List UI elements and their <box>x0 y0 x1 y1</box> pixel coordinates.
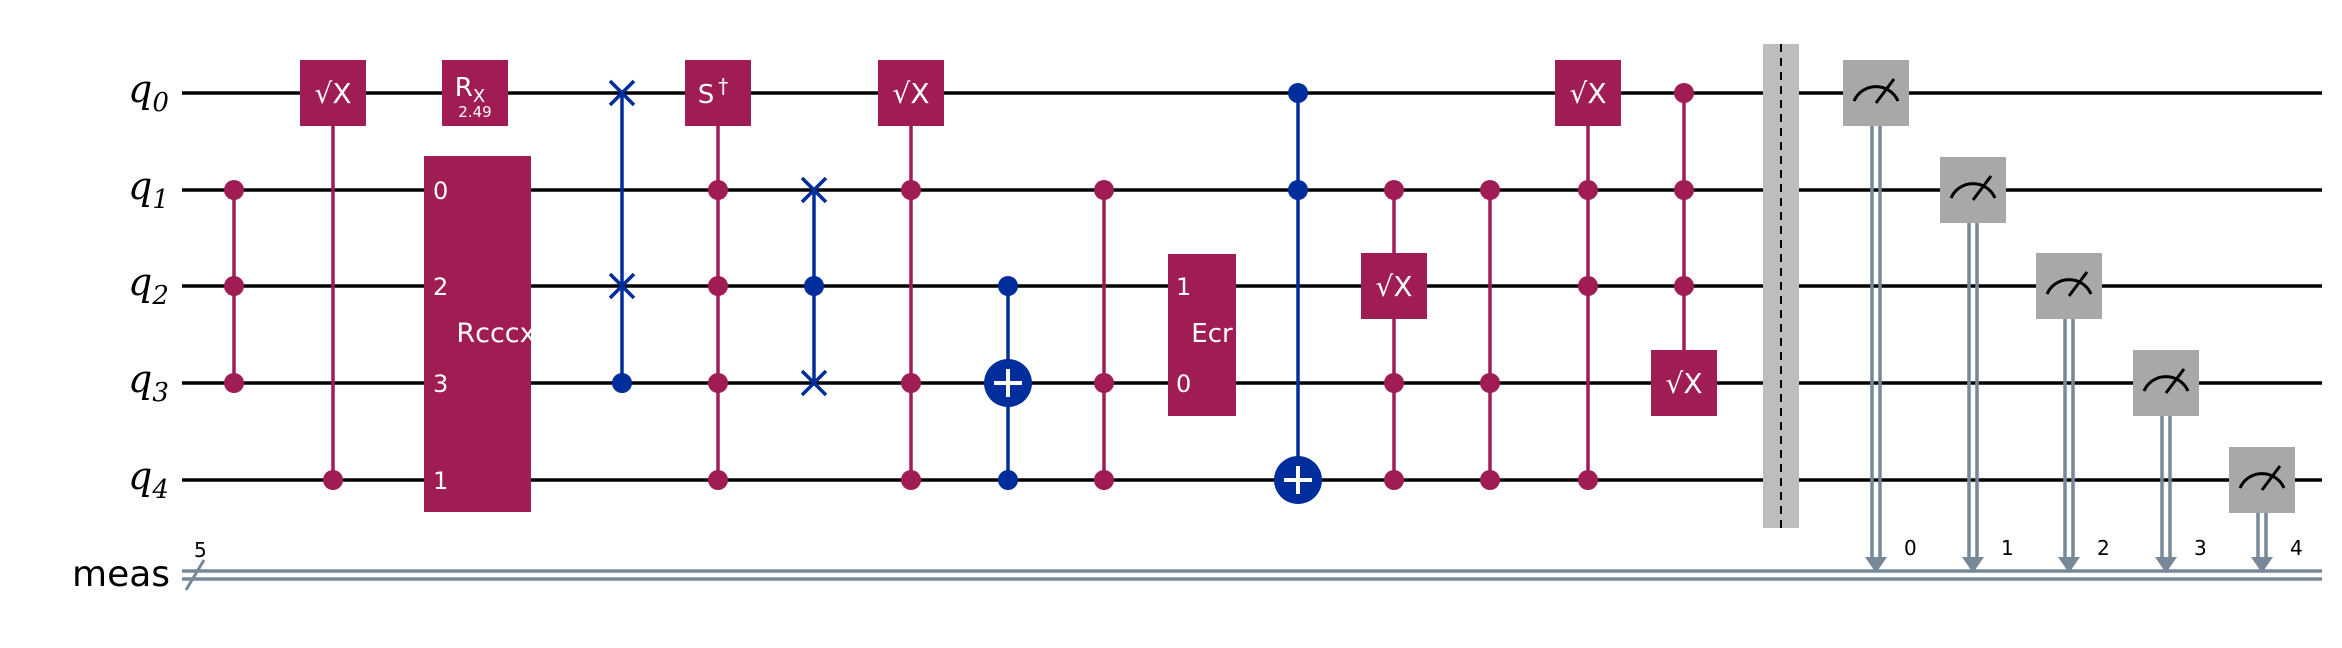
measure-arrow <box>2251 557 2273 573</box>
meter-icon <box>2045 278 2093 295</box>
svg-text:√X: √X <box>892 77 929 110</box>
ecr-gate: 1 0 Ecr <box>1168 254 1236 416</box>
rcccx-pin-q3: 3 <box>433 370 448 398</box>
classical-register-label: meas <box>72 554 170 595</box>
bus-size-label: 5 <box>194 538 207 562</box>
svg-text:√X: √X <box>1569 77 1606 110</box>
qubit-label-q3: q3 <box>128 357 169 408</box>
ccx-q0-q1-q4 <box>1274 83 1322 504</box>
measure-bit-label: 2 <box>2097 536 2110 560</box>
measure-arrow <box>1865 557 1887 573</box>
multi-controlled-sx-q3: √X <box>1651 83 1717 416</box>
measure-bit-label: 3 <box>2194 536 2207 560</box>
rcccx-gate: 0 2 3 1 Rcccx <box>424 156 536 512</box>
meter-icon <box>1949 182 1997 199</box>
measure-bit-label: 1 <box>2001 536 2014 560</box>
multi-control-z-2 <box>1480 180 1500 490</box>
cswap-q2-q1-q3 <box>800 176 828 397</box>
qubit-labels: q0 q1 q2 q3 q4 meas <box>72 67 170 595</box>
classical-wire: 5 <box>182 538 2322 591</box>
cswap-q3-q0-q2 <box>608 79 636 393</box>
qubit-label-q1: q1 <box>128 164 169 215</box>
measure-gate-q1: 1 <box>1940 157 2014 573</box>
svg-text:√X: √X <box>314 77 351 110</box>
multi-controlled-sx-q0: √X <box>878 60 944 490</box>
svg-text:Ecr: Ecr <box>1191 319 1233 349</box>
measure-arrow <box>2058 557 2080 573</box>
multi-controlled-sdg: S† <box>685 60 751 490</box>
measure-arrow <box>2155 557 2177 573</box>
rcccx-label: Rcccx <box>456 318 535 349</box>
barrier <box>1763 44 1799 528</box>
qubit-label-q4: q4 <box>128 454 169 505</box>
measure-bit-label: 0 <box>1904 536 1917 560</box>
meter-icon <box>2142 375 2190 392</box>
meter-icon <box>2238 472 2286 489</box>
measure-bit-label: 4 <box>2290 536 2303 560</box>
measurements: 0 1 2 3 4 <box>1843 60 2303 573</box>
multi-control-z-q1-q3-q4 <box>1094 180 1114 490</box>
rcccx-pin-q4: 1 <box>433 467 448 495</box>
qubit-label-q0: q0 <box>128 67 169 118</box>
rx-gate: RX 2.49 <box>442 60 508 126</box>
sx-gate <box>300 60 366 126</box>
sdg-gate <box>685 60 751 126</box>
rcccx-pin-q1: 0 <box>433 177 448 205</box>
svg-text:√X: √X <box>1665 367 1702 400</box>
multi-controlled-sx-q0-2: √X <box>1555 60 1621 490</box>
measure-arrow <box>1962 557 1984 573</box>
measure-gate-q3: 3 <box>2133 350 2207 573</box>
measure-gate-q4: 4 <box>2229 447 2303 573</box>
measure-gate-q0: 0 <box>1843 60 1917 573</box>
measure-gate-q2: 2 <box>2036 253 2110 573</box>
meter-icon <box>1852 85 1900 102</box>
svg-text:0: 0 <box>1176 370 1191 398</box>
multi-controlled-sx-q2: √X <box>1361 180 1427 490</box>
qubit-label-q2: q2 <box>128 260 169 311</box>
svg-text:S†: S† <box>698 74 729 110</box>
svg-text:1: 1 <box>1176 273 1191 301</box>
svg-text:RX: RX <box>455 73 485 107</box>
multi-control-z-q1-q2-q3 <box>224 180 244 393</box>
bus-slash <box>184 559 206 591</box>
controlled-sx-q4-q0: √X <box>300 60 366 490</box>
ccx-q2-q4-q3 <box>984 276 1032 490</box>
svg-text:√X: √X <box>1375 270 1412 303</box>
rcccx-pin-q2: 2 <box>433 273 448 301</box>
rx-parameter: 2.49 <box>458 103 491 121</box>
